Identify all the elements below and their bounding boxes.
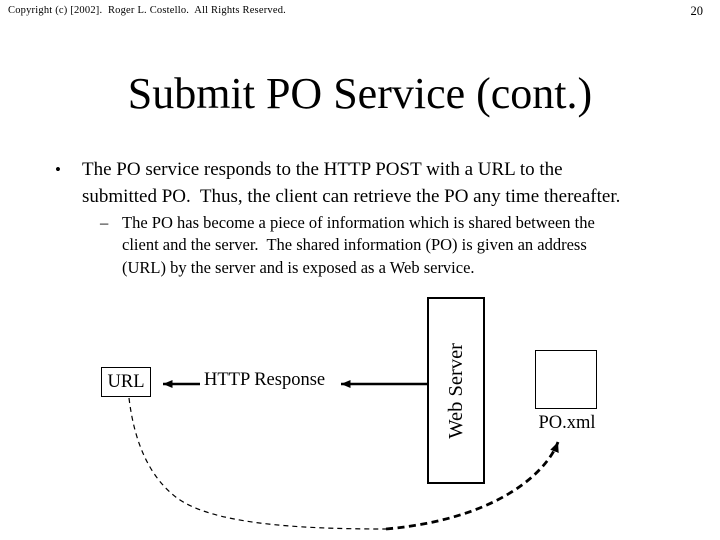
bullet-item: • The PO service responds to the HTTP PO… — [55, 157, 710, 210]
sub-bullet-marker: – — [100, 213, 109, 232]
url-box: URL — [101, 367, 151, 397]
bullet-line: The PO service responds to the HTTP POST… — [82, 159, 563, 180]
http-response-label: HTTP Response — [204, 370, 326, 390]
slide-title: Submit PO Service (cont.) — [127, 69, 593, 118]
url-dashed-curve — [128, 397, 387, 530]
url-box-label: URL — [107, 371, 145, 392]
sub-bullet-line: The PO has become a piece of information… — [122, 213, 595, 232]
bullet-text: The PO service responds to the HTTP POST… — [82, 157, 620, 210]
web-server-box: Web Server — [427, 297, 485, 484]
bullet-line: submitted PO. Thus, the client can retri… — [82, 185, 621, 207]
po-xml-label: PO.xml — [538, 413, 596, 433]
sub-bullet-line: client and the server. The shared inform… — [122, 235, 587, 255]
page-number: 20 — [690, 4, 704, 18]
copyright-notice: Copyright (c) [2002]. Roger L. Costello.… — [8, 5, 286, 16]
bullet-marker: • — [55, 160, 61, 179]
sub-bullet-line: (URL) by the server and is exposed as a … — [122, 257, 475, 277]
sub-bullet-item: – The PO has become a piece of informati… — [100, 212, 710, 279]
po-xml-box — [535, 350, 597, 409]
sub-bullet-text: The PO has become a piece of information… — [122, 212, 595, 279]
web-server-label: Web Server — [444, 342, 467, 439]
